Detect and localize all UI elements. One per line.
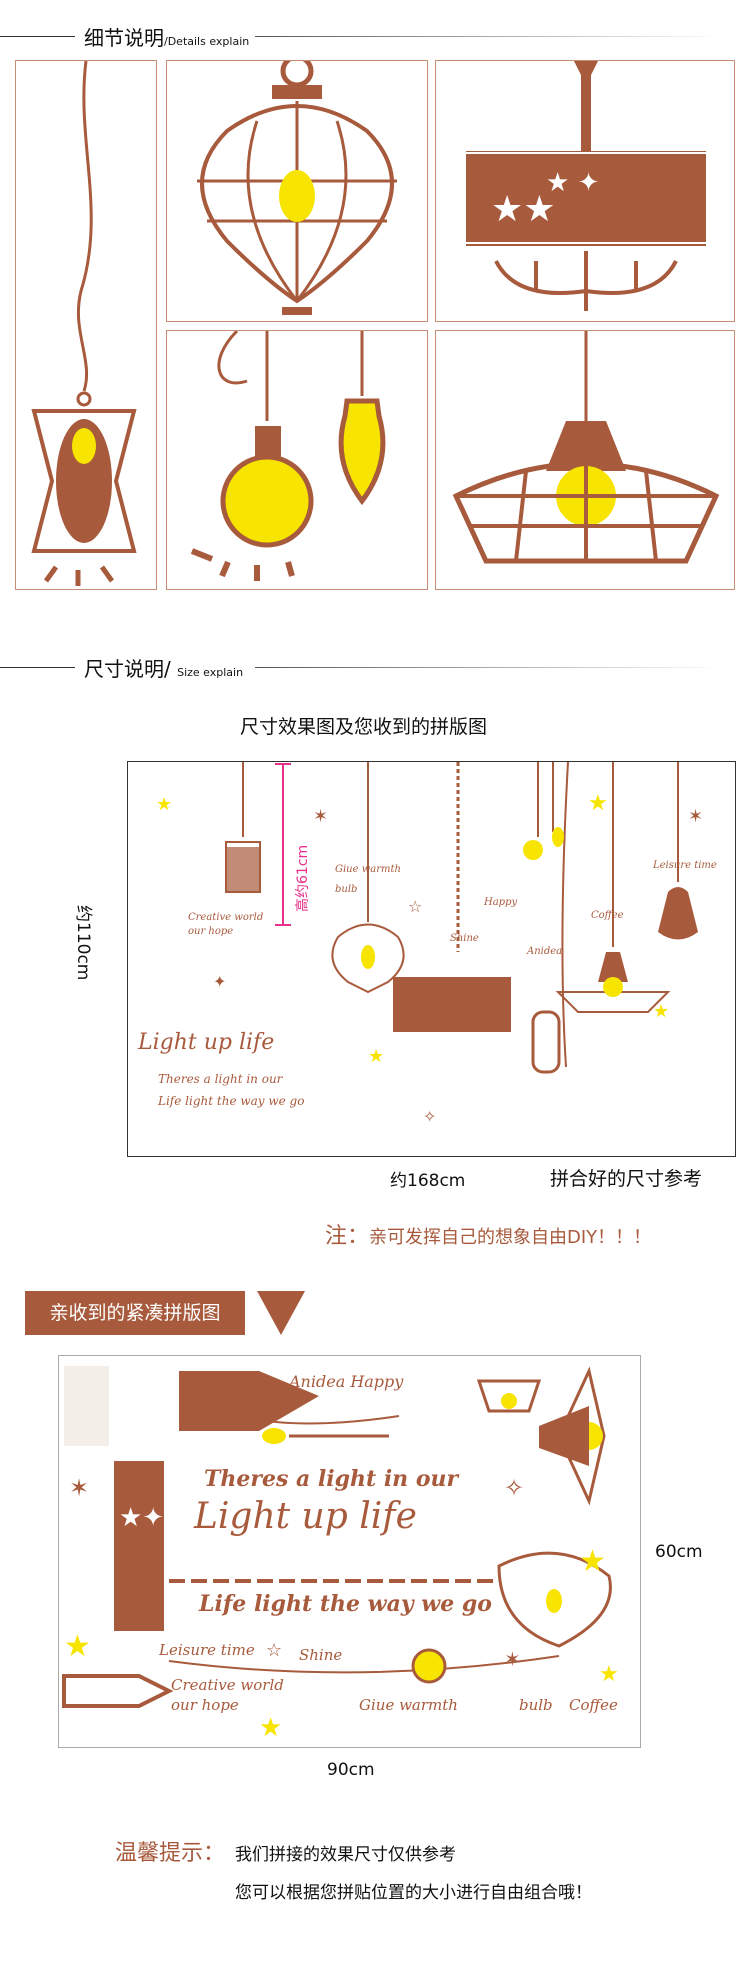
scene-text: Creative world [188, 912, 264, 923]
svg-text:★: ★ [599, 1662, 619, 1687]
divider [0, 667, 75, 668]
scene-text: Light up life [138, 1030, 275, 1055]
svg-text:★: ★ [579, 1544, 606, 1579]
title-cn: 尺寸说明/ [84, 657, 171, 681]
svg-text:✶: ✶ [504, 1647, 521, 1671]
sheet-illustration: ★✦ ★ ★ ★ ★ ✶ ✧ ☆ ✶ [62, 1366, 619, 1743]
scene-illustration: ★ ★ ★ ★ ✶ ✶ ✦ ✧ ☆ [156, 762, 703, 1126]
sheet-text: Theres a light in our [204, 1466, 459, 1492]
sheet-text: Creative world [171, 1676, 284, 1694]
diy-note: 注：亲可发挥自己的想象自由DIY！！！ [325, 1218, 651, 1250]
sheet-banner: 亲收到的紧凑拼版图 [25, 1291, 245, 1335]
divider [255, 36, 725, 37]
lantern-illustration [31, 61, 137, 586]
svg-text:★: ★ [368, 1046, 384, 1067]
svg-text:✧: ✧ [423, 1107, 436, 1126]
scene-reference-label: 拼合好的尺寸参考 [550, 1168, 703, 1190]
birdcage-illustration [197, 61, 397, 315]
drum-chandelier-illustration: ★★★ ✦ [466, 61, 706, 311]
scene-width-label: 约168cm [390, 1171, 466, 1191]
scene-text: Shine [450, 933, 479, 944]
sheet-text: Light up life [194, 1496, 417, 1537]
svg-text:★✦: ★✦ [119, 1503, 164, 1533]
sheet-text: Leisure time [159, 1641, 255, 1659]
svg-text:✶: ✶ [313, 806, 328, 827]
tips-line-1: 我们拼接的效果尺寸仅供参考 [235, 1845, 456, 1865]
detail-panel-drum-chandelier: ★★★ ✦ [435, 60, 735, 322]
svg-text:✶: ✶ [688, 806, 703, 827]
scene-text: our hope [188, 926, 234, 937]
svg-text:☆: ☆ [266, 1640, 282, 1661]
scene-text: Anidea [527, 946, 563, 957]
sheet-width-label: 90cm [327, 1760, 375, 1780]
sheet-text: bulb [519, 1696, 553, 1714]
sheet-height-label: 60cm [655, 1542, 703, 1562]
svg-text:★: ★ [64, 1629, 91, 1664]
size-diagram-title: 尺寸效果图及您收到的拼版图 [240, 716, 488, 738]
note-text: 亲可发挥自己的想象自由DIY！！！ [369, 1227, 652, 1248]
sheet-text: Anidea Happy [289, 1372, 404, 1391]
sheet-text: Coffee [569, 1696, 618, 1714]
title-en: /Details explain [164, 35, 250, 48]
svg-text:☆: ☆ [408, 897, 422, 916]
scene-text: bulb [335, 884, 358, 895]
scene-text: Life light the way we go [158, 1094, 305, 1108]
note-prefix: 注： [325, 1224, 370, 1249]
divider [255, 667, 725, 668]
svg-text:★: ★ [588, 791, 608, 816]
detail-panel-cone-lamp [435, 330, 735, 590]
svg-text:★: ★ [156, 794, 172, 815]
bulbs-illustration [190, 331, 386, 581]
cone-lamp-illustration [452, 331, 720, 564]
title-cn: 细节说明 [84, 26, 164, 50]
svg-text:★★: ★★ [491, 189, 556, 230]
tips-line-2: 您可以根据您拼贴位置的大小进行自由组合哦！ [235, 1883, 592, 1903]
down-arrow-icon [257, 1291, 305, 1335]
sheet-text: our hope [171, 1696, 239, 1714]
lamp-height-label: 高约61cm [295, 844, 311, 912]
tips-label: 温馨提示： [115, 1841, 226, 1866]
svg-text:★: ★ [653, 1001, 669, 1022]
detail-panel-birdcage [166, 60, 428, 322]
svg-text:★ ✦: ★ ✦ [546, 168, 599, 198]
scene-preview: ★ ★ ★ ★ ✶ ✶ ✦ ✧ ☆ 高约61cm Creative world our hop… [127, 761, 736, 1157]
svg-text:★: ★ [259, 1713, 282, 1743]
svg-text:✧: ✧ [504, 1474, 524, 1502]
section-title-details: 细节说明/Details explain [84, 22, 249, 51]
scene-text: Theres a light in our [158, 1072, 283, 1086]
detail-panel-lantern [15, 60, 157, 590]
detail-panel-bulbs [166, 330, 428, 590]
sheet-text: Giue warmth [359, 1696, 458, 1714]
scene-text: Coffee [591, 910, 624, 921]
scene-text: Happy [484, 897, 518, 908]
svg-text:✦: ✦ [213, 972, 226, 991]
sheet-text: Life light the way we go [199, 1591, 492, 1617]
sheet-text: Shine [299, 1646, 343, 1664]
svg-text:✶: ✶ [69, 1474, 89, 1502]
scene-height-label: 约110cm [73, 905, 93, 981]
divider [0, 36, 75, 37]
scene-text: Giue warmth [335, 864, 401, 875]
title-en: Size explain [177, 666, 244, 679]
sticker-sheet: ★✦ ★ ★ ★ ★ ✶ ✧ ☆ ✶ Anidea Happy Theres a light… [58, 1355, 641, 1748]
scene-text: Leisure time [653, 860, 717, 871]
section-title-size: 尺寸说明/ Size explain [84, 653, 243, 682]
